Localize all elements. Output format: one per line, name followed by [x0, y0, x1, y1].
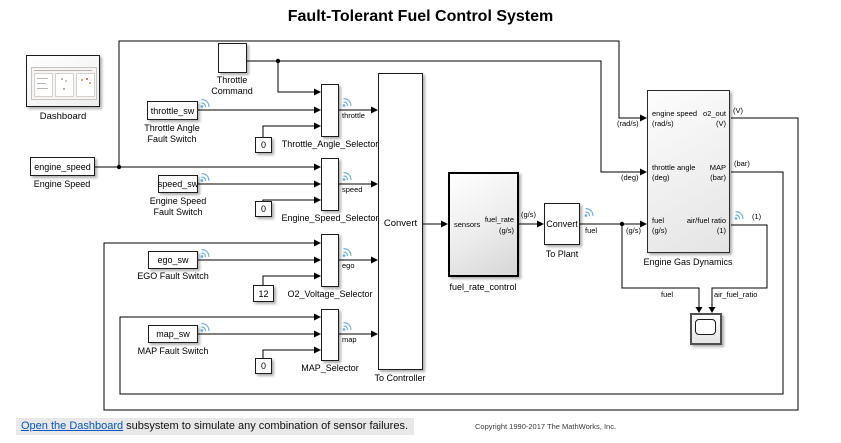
signal-label-bar: (bar) [734, 159, 750, 168]
scope-block[interactable] [690, 313, 722, 345]
signal-label-speed: speed [342, 185, 363, 194]
wireless-icon[interactable] [342, 248, 352, 258]
engine-gas-dynamics-label: Engine Gas Dynamics [643, 257, 733, 267]
dashboard-panel-gauge1 [55, 73, 74, 97]
signal-label-deg: (deg) [621, 173, 639, 182]
wire-const-throttle [262, 125, 314, 137]
arrowheads [314, 88, 716, 354]
wire-fuel [580, 223, 700, 307]
junction-dots [116, 58, 625, 227]
wire-const-map [262, 349, 314, 358]
constant-speed-block[interactable]: 0 [255, 201, 272, 217]
dashboard-thumbnail [31, 67, 97, 100]
throttle-sw-block[interactable]: throttle_sw [147, 101, 198, 120]
fuel-rate-control-block[interactable]: sensors fuel_rate (g/s) [448, 172, 519, 277]
map-selector-block[interactable] [321, 309, 339, 361]
footer-note-text: subsystem to simulate any combination of… [126, 420, 408, 432]
engine-speed-selector-block[interactable] [321, 158, 339, 211]
wireless-icon[interactable] [583, 208, 594, 218]
to-plant-convert-block[interactable]: Convert [544, 203, 580, 245]
map-sw-block[interactable]: map_sw [148, 325, 198, 343]
wireless-icon[interactable] [200, 173, 210, 183]
throttle-command-label: Throttle Command [211, 75, 253, 96]
signal-label-one: (1) [752, 212, 762, 221]
signal-label-fuel-scope: fuel [661, 290, 674, 299]
signal-label-map: map [342, 335, 357, 344]
to-plant-label: To Plant [545, 249, 579, 259]
throttle-angle-selector-label: Throttle_Angle_Selector [281, 139, 379, 149]
diagram-title: Fault-Tolerant Fuel Control System [287, 8, 554, 25]
fuel-rate-control-label: fuel_rate_control [449, 282, 517, 292]
engine-gas-dynamics-block[interactable]: engine speed (rad/s) throttle angle (deg… [647, 90, 730, 253]
to-controller-label: To Controller [374, 373, 426, 383]
signal-label-v: (V) [733, 106, 743, 115]
to-controller-convert-block[interactable]: Convert [378, 73, 423, 370]
wireless-icon[interactable] [200, 323, 210, 333]
wire-map-feedback [119, 171, 784, 395]
dashboard-block[interactable] [26, 55, 100, 107]
dashboard-label: Dashboard [39, 111, 87, 122]
throttle-command-block[interactable] [218, 43, 247, 73]
map-selector-label: MAP_Selector [301, 363, 359, 373]
map-sw-label: MAP Fault Switch [137, 346, 209, 356]
wireless-icon[interactable] [342, 97, 352, 108]
speed-sw-block[interactable]: speed_sw [158, 175, 198, 193]
wire-o2-feedback [103, 117, 799, 411]
signal-label-ego: ego [342, 261, 355, 270]
o2-voltage-selector-block[interactable] [321, 234, 339, 287]
wire-const-speed [262, 199, 314, 201]
throttle-angle-selector-block[interactable] [321, 84, 339, 137]
ego-sw-label: EGO Fault Switch [137, 271, 209, 281]
open-dashboard-link[interactable]: Open the Dashboard [21, 420, 124, 432]
copyright-text: Copyright 1990-2017 The MathWorks, Inc. [475, 422, 617, 431]
dashboard-panel-checks [34, 73, 53, 97]
signal-label-throttle: throttle [342, 111, 365, 120]
signal-label-gs-out: (g/s) [521, 210, 536, 219]
wireless-icon[interactable] [200, 98, 210, 109]
signal-label-gs-in: (g/s) [626, 226, 641, 235]
engine-speed-label: Engine Speed [33, 179, 91, 189]
constant-map-block[interactable]: 0 [255, 358, 272, 374]
wireless-icon[interactable] [200, 249, 210, 259]
wire-engine-speed [95, 40, 640, 168]
speed-sw-label: Engine Speed Fault Switch [149, 196, 207, 217]
o2-voltage-selector-label: O2_Voltage_Selector [287, 289, 373, 299]
signal-label-air-fuel-ratio: air_fuel_ratio [714, 290, 758, 299]
constant-throttle-block[interactable]: 0 [255, 137, 272, 153]
wireless-icon[interactable] [342, 322, 352, 332]
constant-ego-block[interactable]: 12 [253, 285, 274, 302]
ego-sw-block[interactable]: ego_sw [148, 251, 198, 269]
throttle-sw-label: Throttle Angle Fault Switch [144, 123, 200, 144]
dashboard-panel-gauge2 [76, 73, 95, 97]
scope-screen [695, 319, 716, 335]
signal-label-rads: (rad/s) [617, 119, 639, 128]
wire-const-ego [262, 275, 314, 285]
wireless-icon[interactable] [733, 211, 744, 221]
wireless-icon[interactable] [342, 172, 352, 182]
engine-speed-selector-label: Engine_Speed_Selector [281, 213, 379, 223]
engine-speed-block[interactable]: engine_speed [30, 157, 95, 176]
signal-label-fuel: fuel [585, 226, 598, 235]
wire-air-fuel-ratio [711, 224, 768, 307]
wire-throttle-command [247, 60, 640, 173]
